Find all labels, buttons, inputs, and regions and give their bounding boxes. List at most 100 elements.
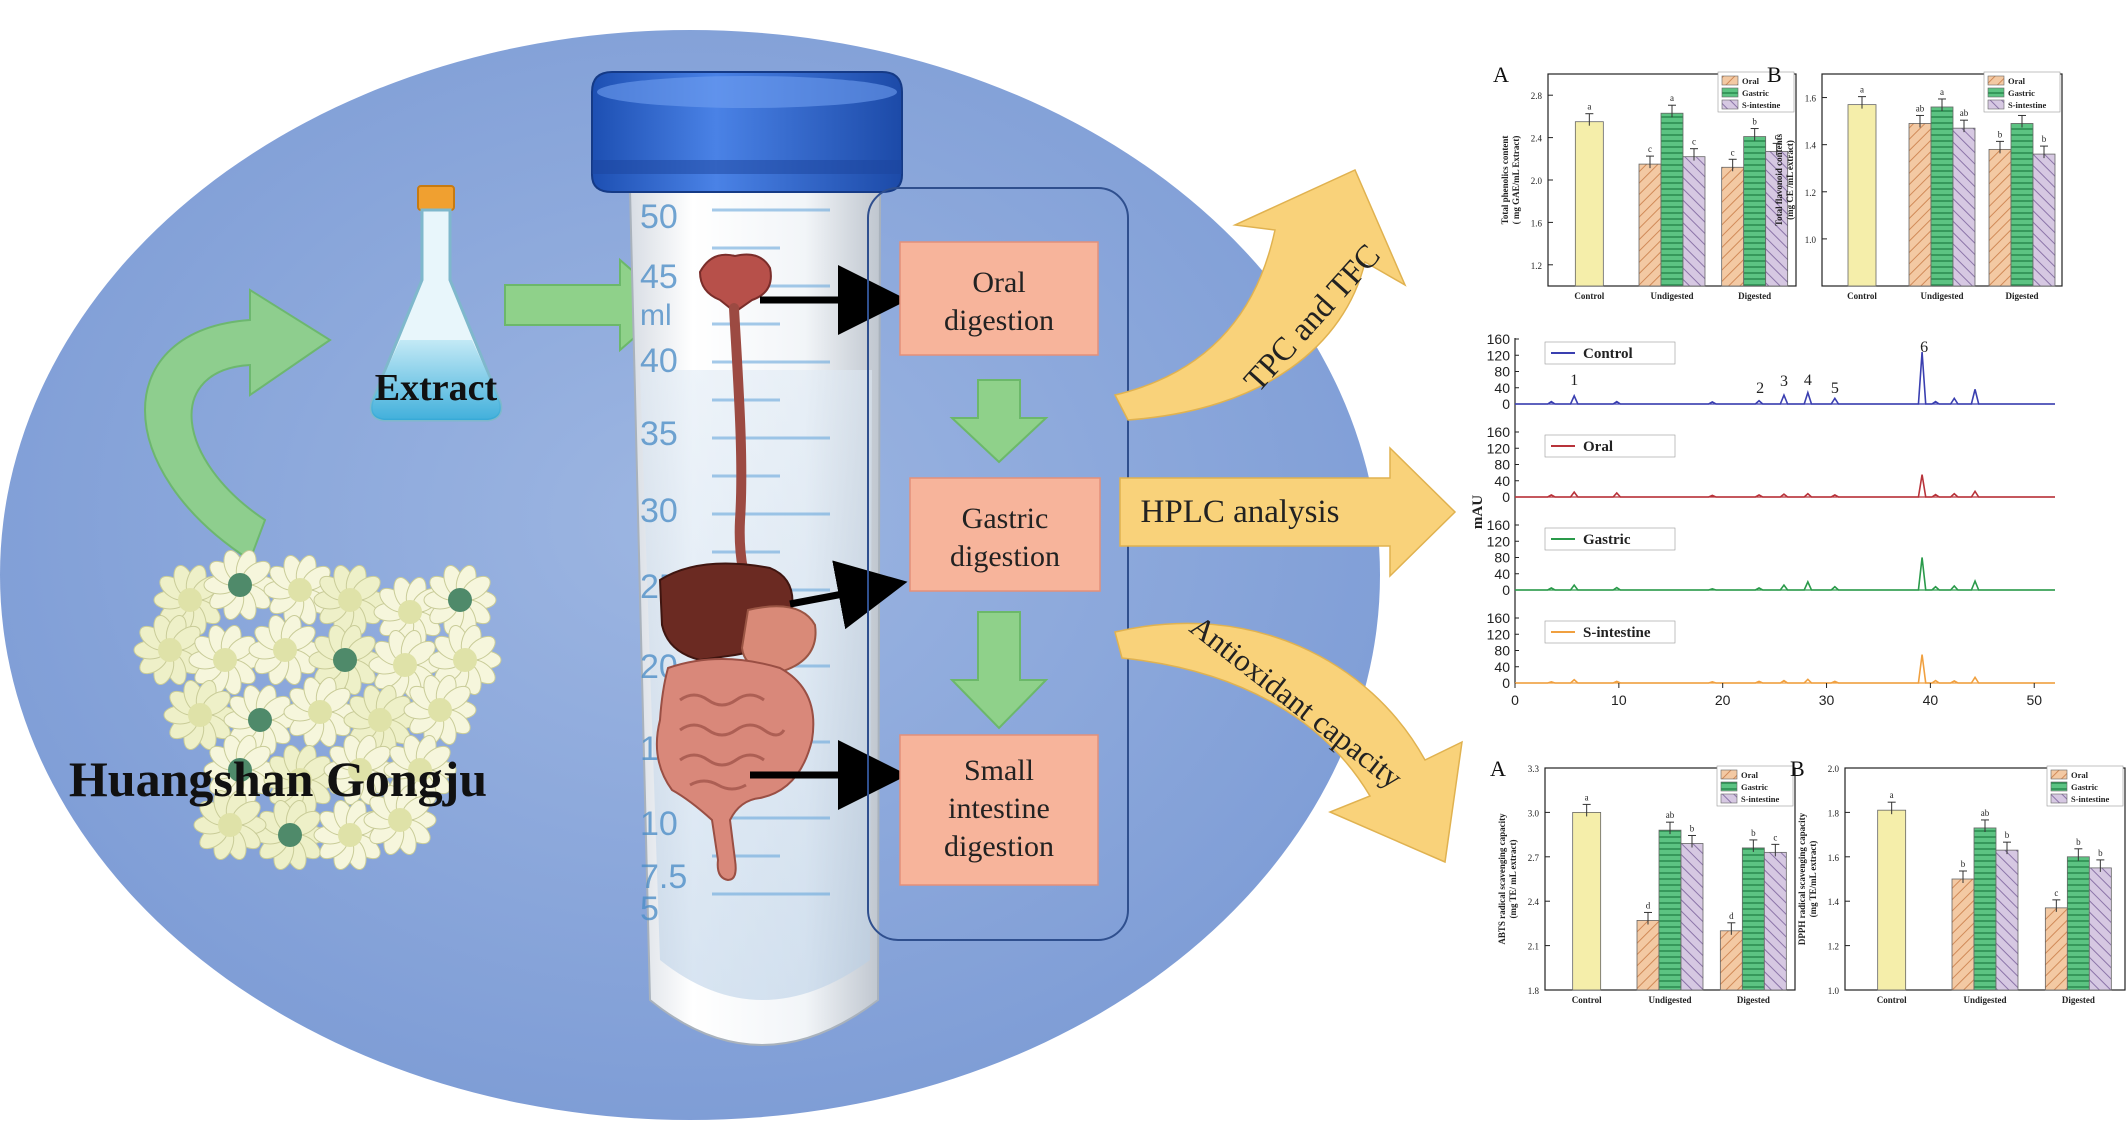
tpc-significance-letter: b — [1752, 117, 1757, 127]
tpc-bar — [1682, 156, 1706, 287]
flower-icon — [423, 565, 497, 635]
hplc-peak-label: 4 — [1804, 372, 1812, 389]
abts-legend-swatch — [1720, 781, 1738, 792]
tfc-legend-label: Gastric — [2008, 88, 2035, 98]
abts-significance-letter: b — [1690, 823, 1695, 833]
tfc-significance-letter: a — [1940, 87, 1944, 97]
dpph-significance-letter: c — [2054, 888, 2058, 898]
tpc-ytick-label: 1.6 — [1531, 218, 1543, 228]
hplc-xtick-label: 30 — [1819, 692, 1835, 708]
small-intestine-label-2: intestine — [948, 792, 1050, 825]
dpph-bar — [1877, 809, 1907, 991]
flower-icon — [163, 680, 237, 750]
dpph-legend-label: Oral — [2071, 770, 2089, 780]
flower-center — [288, 578, 312, 602]
tfc-legend-label: S-intestine — [2008, 100, 2046, 110]
flower-center — [308, 700, 332, 724]
flower-center — [188, 703, 212, 727]
flower-icon — [323, 735, 397, 805]
dpph-bar — [2066, 856, 2090, 991]
tfc-significance-letter: a — [1860, 85, 1864, 95]
digestive-organs — [655, 253, 817, 882]
tpc-legend-swatch — [1721, 99, 1739, 110]
hplc-legend-frame — [1544, 527, 1676, 551]
abts-ytick-label: 2.4 — [1528, 897, 1540, 907]
tpc-xtick-label: Control — [1574, 291, 1604, 301]
tube-mark-label: 50 — [640, 198, 678, 236]
tfc-ylabel-units: (mg CE /mL extract) — [1785, 140, 1795, 220]
tpc-bar — [1574, 121, 1604, 287]
hplc-chart: mAU04080120160Control04080120160Oral0408… — [1470, 331, 2055, 708]
tfc-bar — [1908, 123, 1932, 287]
extract-label: Extract — [375, 367, 498, 409]
tube-mark-label: 30 — [640, 492, 678, 530]
tube-mark-label: ml — [640, 299, 672, 332]
dpph-bar — [1995, 849, 2019, 991]
gastric-digestion-label-2: digestion — [950, 540, 1060, 573]
flower-icon — [363, 785, 437, 855]
flower-icon — [403, 675, 477, 745]
abts-legend-label: Oral — [1741, 770, 1759, 780]
hplc-xtick-label: 20 — [1715, 692, 1731, 708]
dpph-significance-letter: b — [1961, 859, 1966, 869]
tpc-legend-label: Gastric — [1742, 88, 1769, 98]
tfc-ytick-label: 1.2 — [1805, 188, 1816, 198]
tube-mark-label: 10 — [640, 805, 678, 843]
abts-legend-swatch — [1720, 769, 1738, 780]
dpph-bar — [1951, 878, 1975, 991]
hplc-ylabel: mAU — [1470, 495, 1486, 529]
tpc-ytick-label: 2.4 — [1531, 134, 1543, 144]
abts-ylabel: ABTS radical scavenging capacity — [1497, 813, 1507, 945]
curved-green-arrow — [144, 288, 332, 562]
hplc-ytick-label: 80 — [1494, 457, 1510, 473]
hplc-peak-label: 2 — [1756, 380, 1764, 397]
dpph-ytick-label: 2.0 — [1828, 764, 1840, 774]
tpc-legend-swatch — [1721, 87, 1739, 98]
tpc-bar — [1743, 136, 1767, 287]
dpph-ytick-label: 1.0 — [1828, 986, 1840, 996]
steps-frame — [867, 187, 1129, 941]
hplc-ytick-label: 80 — [1494, 550, 1510, 566]
tfc-xtick-label: Digested — [2006, 291, 2039, 301]
flower-center — [178, 588, 202, 612]
hplc-ytick-label: 160 — [1487, 517, 1511, 533]
tfc-legend-swatch — [1987, 87, 2005, 98]
tfc-xtick-label: Control — [1847, 291, 1877, 301]
flower-center — [218, 813, 242, 837]
dpph-ytick-label: 1.4 — [1828, 897, 1840, 907]
abts-significance-letter: d — [1729, 911, 1734, 921]
flower-icon — [313, 800, 387, 870]
hplc-ytick-label: 160 — [1487, 331, 1511, 347]
tfc-ytick-label: 1.4 — [1805, 141, 1817, 151]
tpc-significance-letter: a — [1670, 93, 1674, 103]
flower-center — [273, 638, 297, 662]
tpc-bar — [1638, 163, 1662, 287]
tfc-bar — [2032, 153, 2056, 287]
flower-icon — [253, 800, 327, 870]
green-down-arrow-2 — [949, 611, 1049, 730]
dpph-bar — [1973, 827, 1997, 991]
abts-ytick-label: 2.7 — [1528, 853, 1540, 863]
dpph-legend-swatch — [2050, 793, 2068, 804]
dpph-bar — [2088, 867, 2112, 991]
hplc-ytick-label: 160 — [1487, 610, 1511, 626]
hplc-legend-frame — [1544, 434, 1676, 458]
flower-center — [368, 708, 392, 732]
dpph-ytick-label: 1.8 — [1828, 808, 1840, 818]
hplc-xtick-label: 40 — [1923, 692, 1939, 708]
oral-digestion-box — [899, 241, 1099, 356]
abts-xtick-label: Digested — [1737, 995, 1770, 1005]
dpph-ytick-label: 1.2 — [1828, 942, 1839, 952]
hplc-legend-frame — [1544, 620, 1676, 644]
arrow-stomach-gastric — [789, 560, 908, 630]
hplc-legend-label: Gastric — [1583, 532, 1631, 548]
flower-center — [158, 638, 182, 662]
tube-mark-label: 7.5 — [640, 858, 687, 896]
tpc-ylabel: Total phenolics content — [1500, 136, 1510, 225]
flower-icon — [373, 577, 447, 647]
flower-center — [453, 648, 477, 672]
